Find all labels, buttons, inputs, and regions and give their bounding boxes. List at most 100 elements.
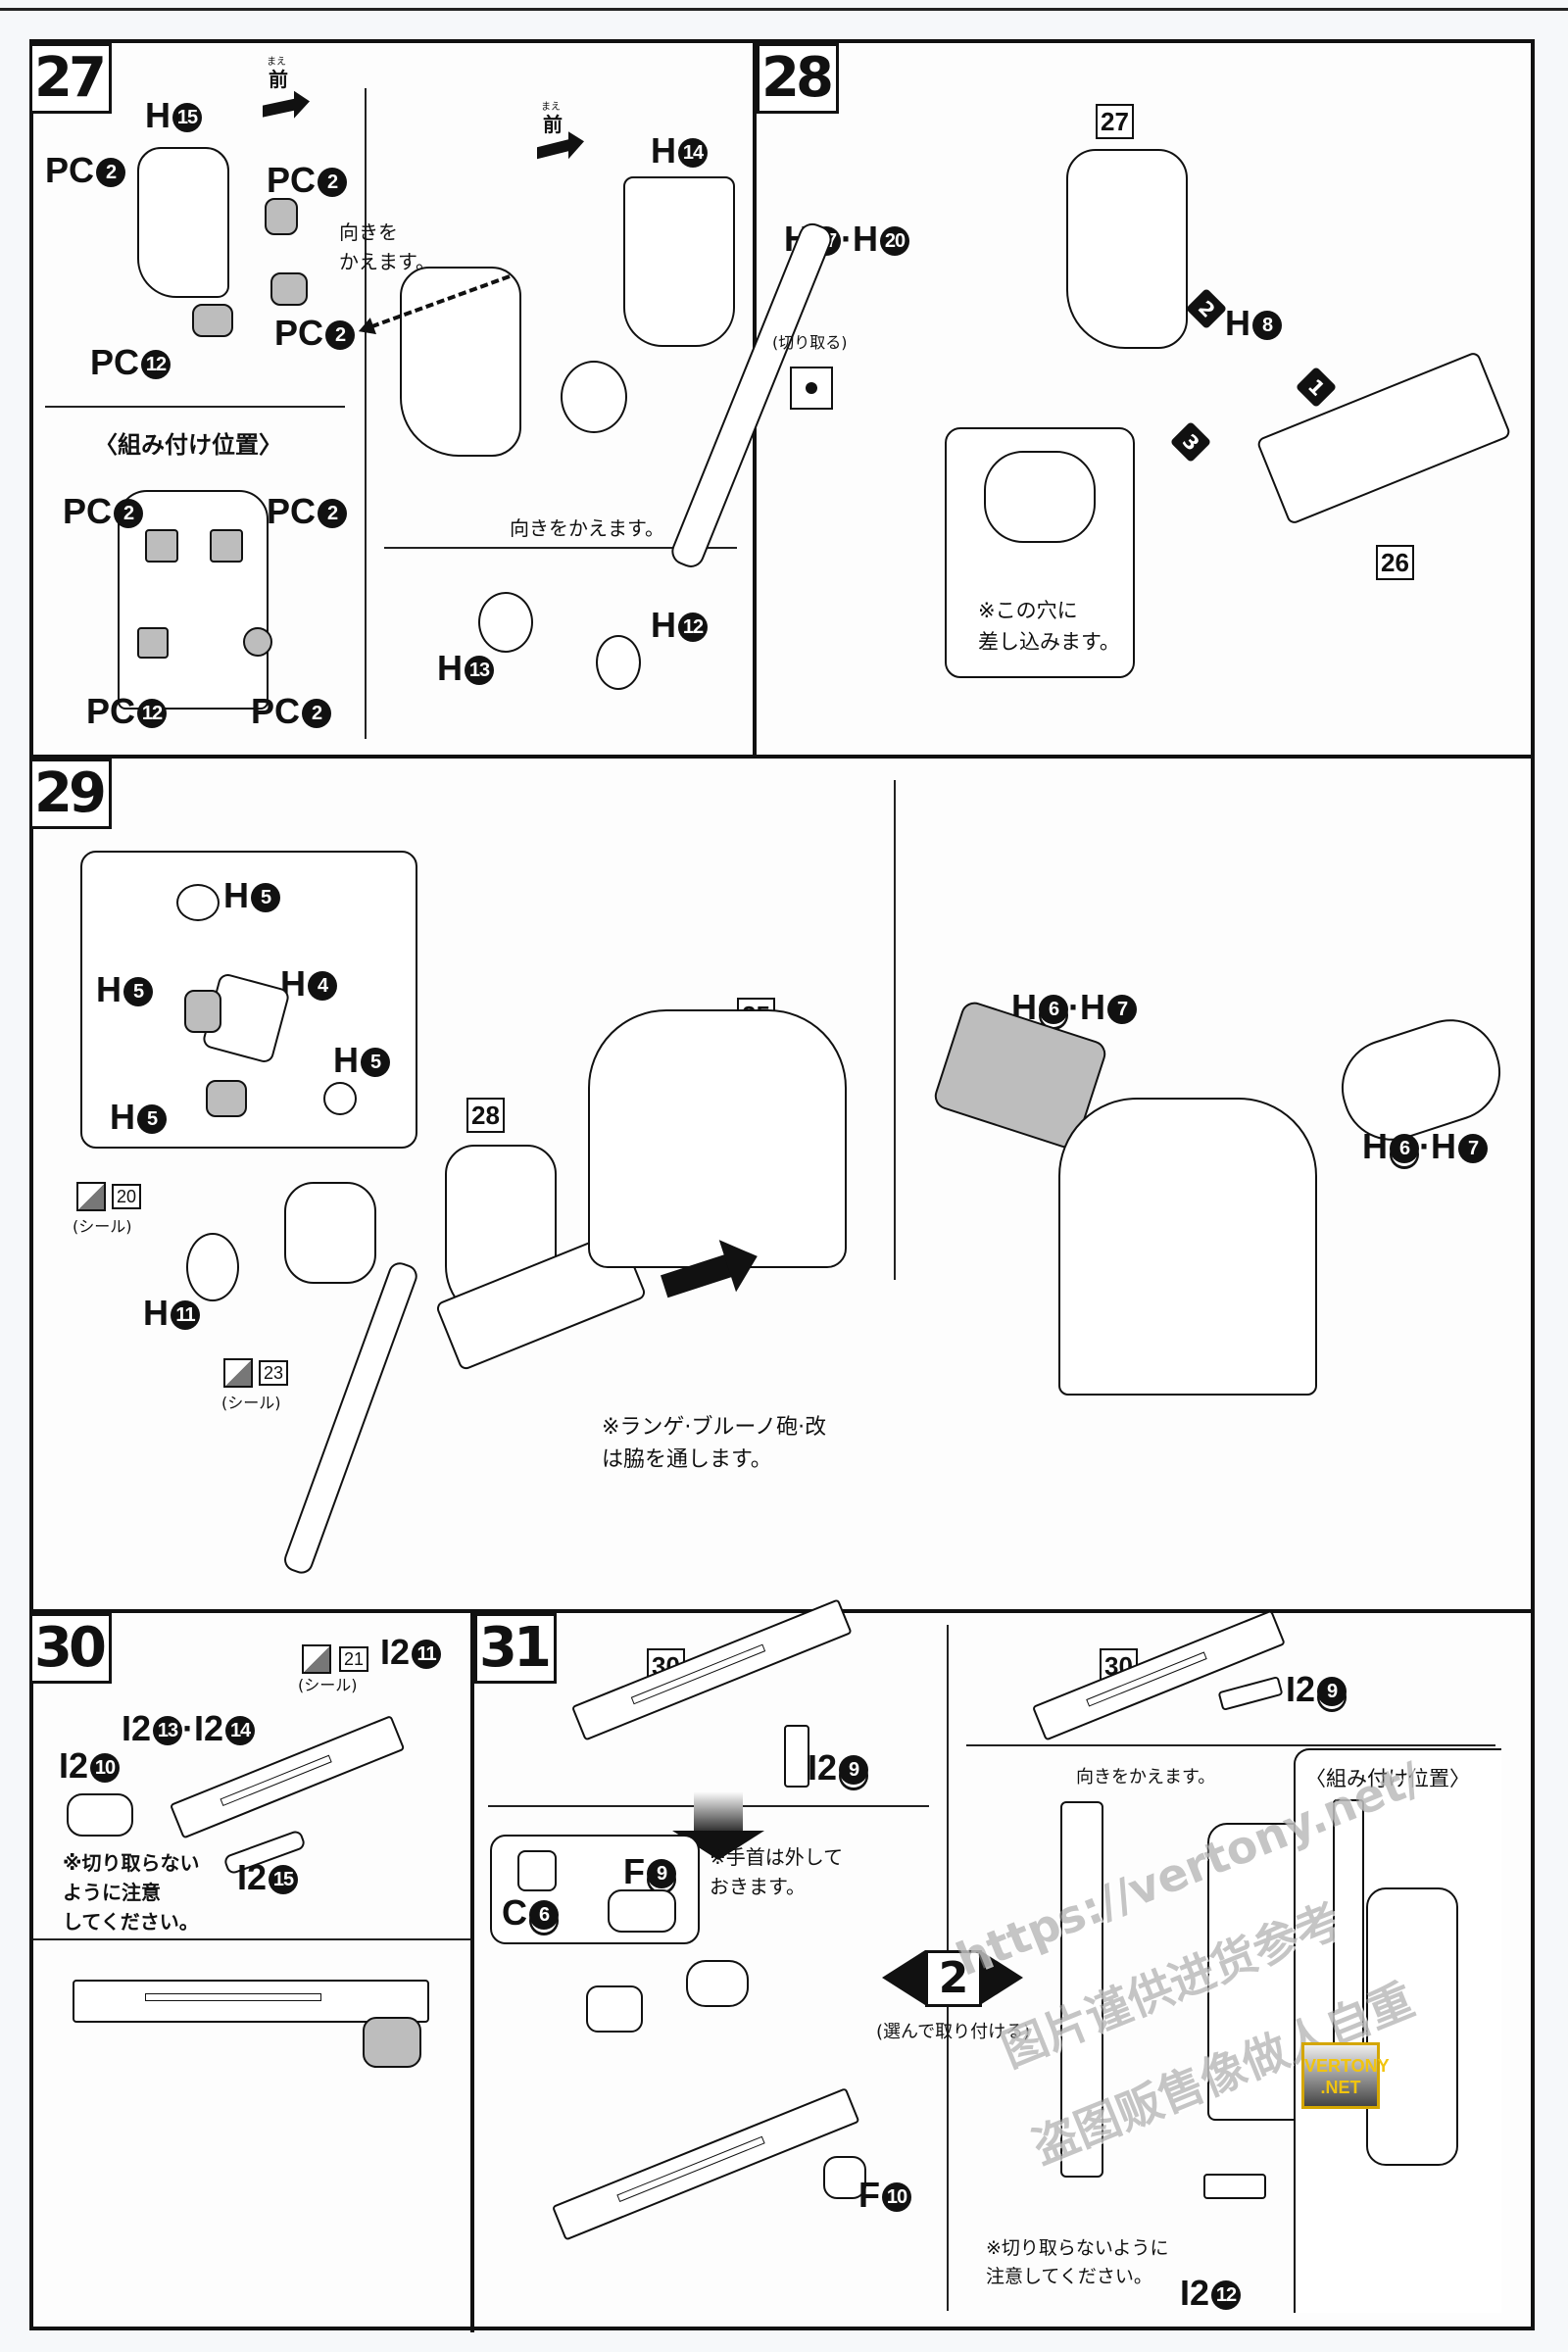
- left-arrow-icon: [882, 1950, 925, 2005]
- turn-note: 向きをかえます。: [1076, 1767, 1216, 1788]
- mobile-suit-body-25: [588, 1009, 847, 1268]
- barrel-part-i2-10: [67, 1793, 133, 1837]
- sticker-note: (シール): [73, 1217, 132, 1236]
- ref-step-26: 26: [1376, 545, 1414, 580]
- turn-note: 向きを かえます。: [339, 220, 435, 273]
- step-31-sub-divider-right: [966, 1744, 1495, 1746]
- choose-note: (選んで取り付ける): [876, 2022, 1031, 2042]
- sticker-icon: [302, 1644, 331, 1674]
- ref-step-28: 28: [466, 1098, 505, 1133]
- cut-warning: ※切り取らない ように注意 してください。: [63, 1851, 200, 1934]
- sticker-note: (シール): [298, 1676, 358, 1694]
- shoulder-position-diagram: [118, 490, 269, 710]
- front-ruby: まえ: [267, 57, 286, 68]
- step-number: 31: [474, 1613, 557, 1684]
- wrist-part-c6: [517, 1850, 557, 1891]
- step-27-sub-divider: [45, 406, 345, 408]
- col-divider-30-31: [470, 1609, 474, 2332]
- step-30-sub-divider: [33, 1938, 470, 1940]
- polycap-pc2: [243, 627, 272, 657]
- position-title: 〈組み付け位置〉: [1305, 1767, 1470, 1790]
- gun-vertical: [1060, 1801, 1103, 2178]
- hand-part: [363, 2017, 421, 2068]
- front-label: 前: [543, 113, 563, 136]
- sticker-number: 21: [339, 1646, 369, 1672]
- sticker-number: 23: [259, 1360, 289, 1386]
- thruster-nozzle: [206, 1080, 247, 1117]
- shoulder-inner-frame-h14: [623, 176, 735, 347]
- hole-detail-part: [984, 451, 1096, 543]
- forearm-part: [686, 1960, 749, 2007]
- page-top-edge: [0, 8, 1568, 11]
- step-29-inner-divider: [894, 780, 896, 1280]
- thruster-nozzle: [176, 884, 220, 921]
- choose-number: 2: [925, 1950, 982, 2007]
- turn-note: 向きをかえます。: [510, 516, 664, 540]
- step-27-inner-divider: [365, 88, 367, 739]
- handle-part-i2-12: [1203, 2174, 1266, 2199]
- handle-part-i2-9: [784, 1725, 809, 1788]
- nipper-icon: [790, 367, 833, 410]
- hand-part-f9: [608, 1889, 676, 1933]
- vertony-badge: VERTONY .NET: [1301, 2042, 1390, 2109]
- right-arrow-icon: [980, 1950, 1023, 2005]
- step-number: 30: [29, 1613, 112, 1684]
- thruster-assembly: [284, 1182, 376, 1284]
- step-27-sub-divider-right: [384, 547, 737, 549]
- step-number: 29: [29, 759, 112, 829]
- hand-part-f10: [823, 2156, 866, 2199]
- row-divider-2: [29, 1609, 1535, 1613]
- polycap-pc12: [137, 627, 169, 659]
- step-number: 28: [757, 43, 839, 114]
- shoulder-assembly: [1066, 149, 1188, 349]
- polycap-pc2: [210, 529, 243, 563]
- thruster-nozzle: [184, 990, 221, 1033]
- hand-part: [586, 1985, 643, 2033]
- thruster-nozzle: [323, 1082, 357, 1115]
- polycap-pc2: [270, 272, 308, 306]
- hole-note: ※この穴に 差し込みます。: [978, 599, 1120, 654]
- round-plate-h11: [186, 1233, 239, 1301]
- cap-part-h13: [478, 592, 533, 653]
- cut-note: (切り取る): [772, 333, 848, 352]
- sticker-icon: [76, 1182, 106, 1211]
- side-note: ※ランゲ·ブルーノ砲·改 は脇を通します。: [602, 1415, 827, 1472]
- joint-part: [561, 361, 627, 433]
- polycap-pc2: [265, 198, 298, 235]
- sticker-icon: [223, 1358, 253, 1388]
- wrist-note: ※手首は外して おきます。: [710, 1845, 844, 1898]
- gatling-gun-with-hand: [73, 1980, 429, 2023]
- mobile-suit-body-closeup: [1058, 1098, 1317, 1396]
- shoulder-part-h15: [137, 147, 229, 298]
- ref-step-27: 27: [1096, 104, 1134, 139]
- sticker-note: (シール): [221, 1394, 281, 1412]
- next-step-arrow: [672, 1791, 764, 1860]
